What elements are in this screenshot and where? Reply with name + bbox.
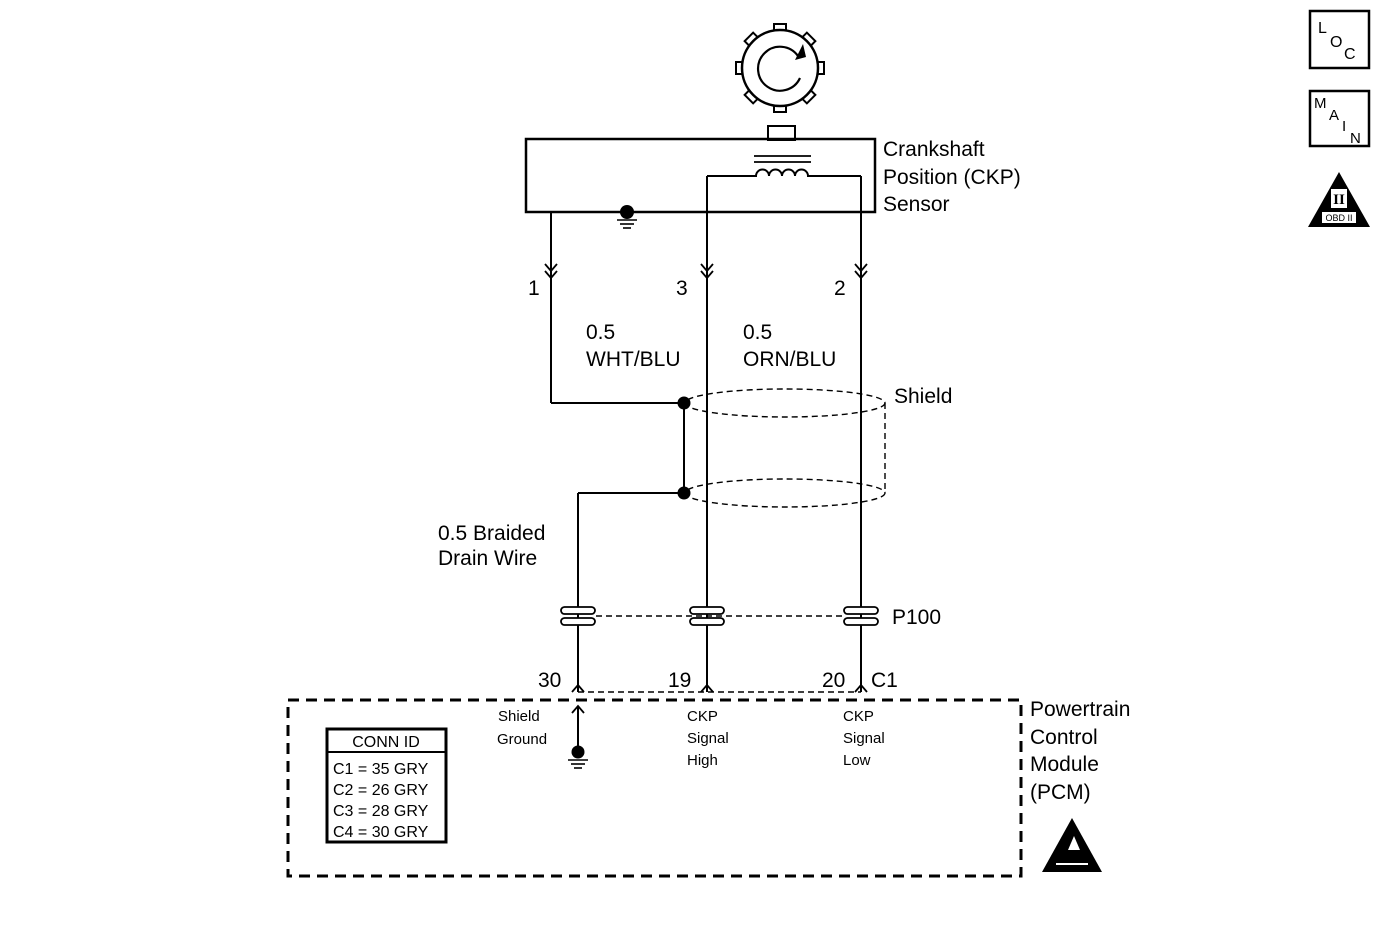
conn-id-row-1: C1 = 35 GRY	[333, 761, 429, 778]
esd-warning-icon	[1042, 818, 1102, 872]
pcm-pin-19: 19	[668, 669, 691, 692]
svg-text:L: L	[1318, 20, 1327, 37]
pcm-pin-30: 30	[538, 669, 561, 692]
obd2-icon[interactable]: II OBD II	[1308, 172, 1370, 227]
term-shield-line2: Ground	[497, 731, 547, 748]
drain-label-line1: 0.5 Braided	[438, 522, 545, 545]
pcm-connector-c1: C1	[871, 669, 898, 692]
shield-label: Shield	[894, 385, 952, 408]
term-shield-line1: Shield	[498, 708, 540, 725]
loc-button-icon[interactable]: L O C	[1308, 9, 1371, 70]
p100-label: P100	[892, 606, 941, 629]
wire1-color: WHT/BLU	[586, 348, 681, 371]
term-high-line3: High	[687, 752, 718, 769]
shield-ground-terminal	[568, 704, 588, 769]
svg-text:A: A	[1329, 107, 1339, 124]
main-button-icon[interactable]: M A I N	[1308, 89, 1371, 148]
pcm-name-line1: Powertrain	[1030, 698, 1130, 721]
svg-text:O: O	[1330, 34, 1342, 51]
conn-id-title: CONN ID	[352, 734, 420, 751]
conn-id-row-3: C3 = 28 GRY	[333, 803, 429, 820]
pcm-name-line2: Control	[1030, 726, 1098, 749]
pcm-pin-20: 20	[822, 669, 845, 692]
term-high-line1: CKP	[687, 708, 718, 725]
pcm-name-line4: (PCM)	[1030, 781, 1091, 804]
sensor-name-line3: Sensor	[883, 193, 950, 216]
pcm-box	[286, 698, 1023, 878]
wire1-gauge: 0.5	[586, 321, 615, 344]
svg-text:C: C	[1344, 46, 1356, 63]
drain-label-line2: Drain Wire	[438, 547, 537, 570]
shield-cylinder	[684, 388, 886, 508]
svg-text:M: M	[1314, 95, 1327, 112]
conn-id-table	[325, 727, 448, 844]
sensor-connector-chevrons	[544, 263, 868, 280]
wire-shield-sensor	[550, 212, 684, 404]
term-low-line3: Low	[843, 752, 871, 769]
conn-id-row-4: C4 = 30 GRY	[333, 824, 429, 841]
term-high-line2: Signal	[687, 730, 729, 747]
pcm-name-line3: Module	[1030, 753, 1099, 776]
svg-text:I: I	[1342, 118, 1346, 135]
term-low-line1: CKP	[843, 708, 874, 725]
p100-connector	[560, 606, 879, 626]
term-low-line2: Signal	[843, 730, 885, 747]
sensor-pin-1: 1	[528, 277, 540, 300]
reluctor-wheel-icon	[735, 23, 825, 113]
wire2-gauge: 0.5	[743, 321, 772, 344]
splice-bottom	[677, 486, 691, 500]
sensor-name-line2: Position (CKP)	[883, 166, 1021, 189]
sensor-pin-2: 2	[834, 277, 846, 300]
svg-text:OBD II: OBD II	[1325, 213, 1352, 223]
sensor-name-line1: Crankshaft	[883, 138, 985, 161]
drain-wire	[577, 403, 685, 692]
pcm-connector-chevrons	[571, 683, 868, 693]
sensor-ground-icon	[617, 205, 637, 229]
svg-text:II: II	[1333, 192, 1345, 208]
wire2-color: ORN/BLU	[743, 348, 836, 371]
conn-id-row-2: C2 = 26 GRY	[333, 782, 429, 799]
svg-text:N: N	[1350, 130, 1361, 147]
sensor-coil-icon	[707, 155, 861, 177]
splice-top	[677, 396, 691, 410]
sensor-pin-3: 3	[676, 277, 688, 300]
ckp-sensor-body	[524, 137, 877, 214]
